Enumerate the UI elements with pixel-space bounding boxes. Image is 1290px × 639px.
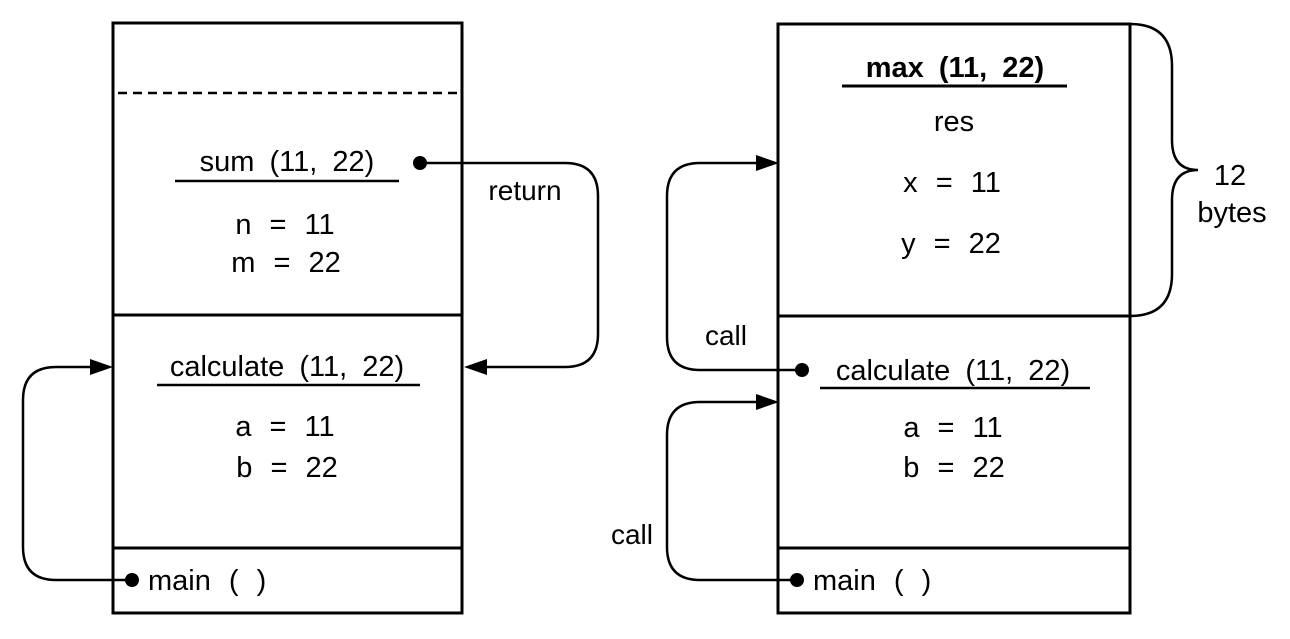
frame-size-brace [1129, 22, 1199, 318]
sum-var-n: n = 11 [235, 209, 334, 241]
call-arrowhead-lower [756, 394, 779, 410]
right-stack-box [776, 22, 1132, 615]
sum-frame-title: sum (11, 22) [200, 146, 375, 178]
calculate-frame-title-left: calculate (11, 22) [170, 351, 404, 383]
calculate-var-a-right: a = 11 [903, 412, 1002, 444]
max-frame-title: max (11, 22) [866, 52, 1044, 84]
main-label-right: main ( ) [813, 565, 931, 597]
brace-size-value: 12 [1214, 160, 1246, 192]
call-arrow-upper [665, 161, 802, 372]
max-var-res: res [934, 106, 974, 138]
left-stack-box [111, 21, 464, 615]
brace-size-unit: bytes [1197, 197, 1266, 229]
return-arrow [420, 161, 600, 369]
calculate-frame-title-right: calculate (11, 22) [836, 355, 1070, 387]
calculate-var-a-left: a = 11 [235, 411, 334, 443]
return-arrowhead [464, 359, 487, 375]
sum-var-m: m = 22 [231, 247, 340, 279]
calculate-var-b-left: b = 22 [236, 452, 337, 484]
calculate-var-b-right: b = 22 [903, 452, 1004, 484]
main-label-left: main ( ) [148, 565, 266, 597]
call-arrow-lower [665, 400, 797, 582]
return-label: return [488, 175, 561, 206]
main-call-arrowhead-left [90, 359, 113, 375]
max-var-y: y = 22 [901, 228, 1001, 260]
call-label-upper: call [705, 320, 747, 351]
max-var-x: x = 11 [903, 167, 1001, 199]
call-arrowhead-upper [756, 155, 779, 171]
call-label-lower: call [611, 519, 653, 550]
main-call-arrow-left [21, 365, 132, 582]
